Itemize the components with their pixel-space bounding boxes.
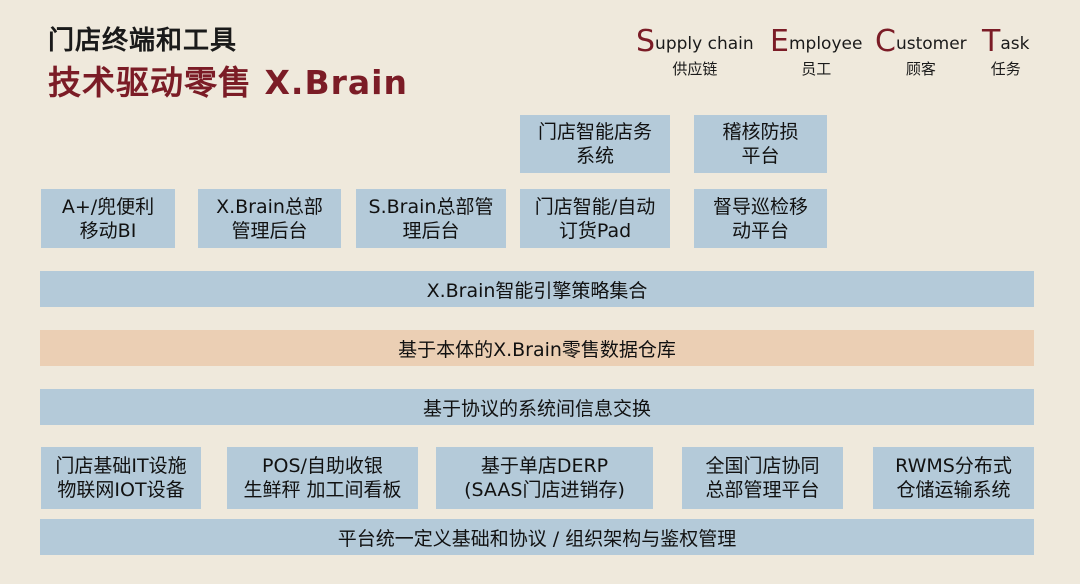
xbrain-admin-box: X.Brain总部 管理后台 bbox=[198, 189, 341, 248]
hq-collab-platform-label: 全国门店协同 总部管理平台 bbox=[705, 455, 820, 501]
inspection-platform-box: 督导巡检移 动平台 bbox=[694, 189, 827, 248]
task-label: Task 任务 bbox=[982, 27, 1030, 79]
customer-initial: C bbox=[875, 24, 896, 59]
task-text: ask bbox=[1000, 34, 1030, 54]
employee-cn: 员工 bbox=[801, 60, 832, 78]
derp-label: 基于单店DERP (SAAS门店进销存) bbox=[464, 455, 625, 501]
ordering-pad-label: 门店智能/自动 订货Pad bbox=[534, 195, 656, 242]
mobile-bi-box: A+/兜便利 移动BI bbox=[41, 189, 175, 248]
customer-text: ustomer bbox=[895, 34, 967, 54]
iot-infra-box: 门店基础IT设施 物联网IOT设备 bbox=[41, 447, 201, 509]
supply-chain-text: upply chain bbox=[655, 34, 754, 54]
supply-chain-label: Supply chain 供应链 bbox=[636, 27, 754, 79]
audit-loss-platform-label: 稽核防损 平台 bbox=[722, 121, 799, 167]
ordering-pad-box: 门店智能/自动 订货Pad bbox=[520, 189, 670, 248]
data-warehouse-layer: 基于本体的X.Brain零售数据仓库 bbox=[40, 330, 1034, 366]
task-cn: 任务 bbox=[990, 60, 1021, 78]
inspection-platform-label: 督导巡检移 动平台 bbox=[712, 195, 808, 242]
engine-strategy-label: X.Brain智能引擎策略集合 bbox=[426, 279, 648, 302]
sbrain-admin-box: S.Brain总部管 理后台 bbox=[356, 189, 506, 248]
page-title: 技术驱动零售 X.Brain bbox=[48, 63, 408, 102]
xbrain-admin-label: X.Brain总部 管理后台 bbox=[216, 195, 323, 242]
pos-box: POS/自助收银 生鲜秤 加工间看板 bbox=[227, 447, 418, 509]
store-ops-system-label: 门店智能店务 系统 bbox=[537, 121, 652, 167]
iot-infra-label: 门店基础IT设施 物联网IOT设备 bbox=[55, 455, 187, 501]
rwms-box: RWMS分布式 仓储运输系统 bbox=[873, 447, 1034, 509]
info-exchange-label: 基于协议的系统间信息交换 bbox=[422, 397, 651, 420]
employee-initial: E bbox=[770, 24, 789, 59]
rwms-label: RWMS分布式 仓储运输系统 bbox=[895, 455, 1012, 501]
mobile-bi-label: A+/兜便利 移动BI bbox=[61, 195, 155, 242]
page-subtitle: 门店终端和工具 bbox=[48, 26, 238, 56]
audit-loss-platform-box: 稽核防损 平台 bbox=[694, 115, 827, 173]
pos-label: POS/自助收银 生鲜秤 加工间看板 bbox=[243, 455, 402, 501]
hq-collab-platform-box: 全国门店协同 总部管理平台 bbox=[682, 447, 843, 509]
customer-cn: 顾客 bbox=[905, 60, 936, 78]
employee-label: Employee 员工 bbox=[770, 27, 863, 79]
sbrain-admin-label: S.Brain总部管 理后台 bbox=[368, 195, 494, 242]
task-initial: T bbox=[982, 24, 1001, 59]
data-warehouse-label: 基于本体的X.Brain零售数据仓库 bbox=[398, 338, 676, 361]
engine-strategy-layer: X.Brain智能引擎策略集合 bbox=[40, 271, 1034, 307]
platform-base-layer: 平台统一定义基础和协议 / 组织架构与鉴权管理 bbox=[40, 519, 1034, 555]
supply-chain-cn: 供应链 bbox=[672, 60, 718, 78]
platform-base-label: 平台统一定义基础和协议 / 组织架构与鉴权管理 bbox=[337, 527, 737, 550]
customer-label: Customer 顾客 bbox=[875, 27, 967, 79]
info-exchange-layer: 基于协议的系统间信息交换 bbox=[40, 389, 1034, 425]
employee-text: mployee bbox=[788, 34, 863, 54]
supply-chain-initial: S bbox=[636, 24, 656, 59]
derp-box: 基于单店DERP (SAAS门店进销存) bbox=[436, 447, 653, 509]
store-ops-system-box: 门店智能店务 系统 bbox=[520, 115, 670, 173]
